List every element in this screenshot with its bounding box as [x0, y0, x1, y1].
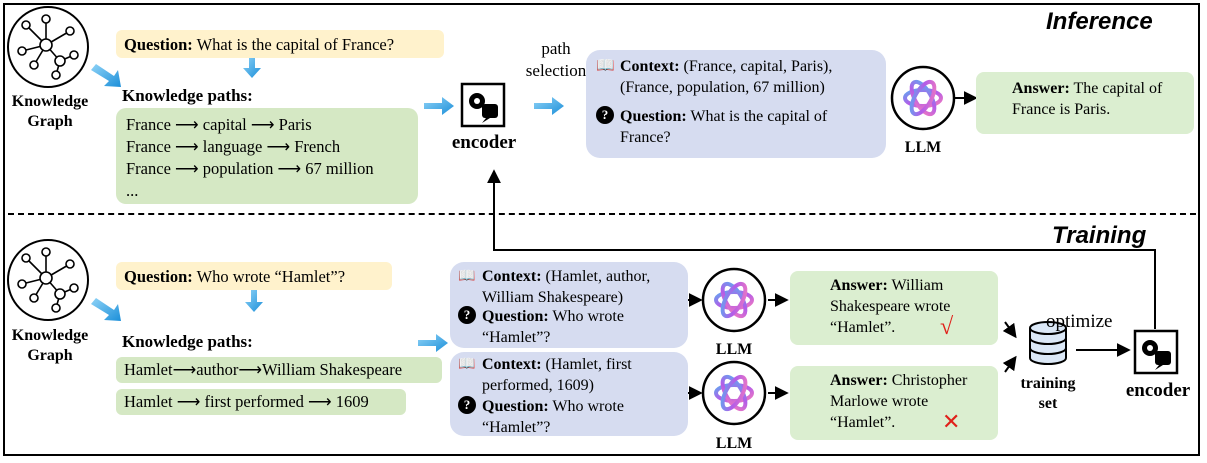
training-title: Training [1052, 222, 1147, 249]
llm-icon [701, 267, 767, 333]
answer-label: Answer: [830, 277, 888, 294]
book-icon: 📖 [458, 269, 476, 284]
answer-label: Answer: [830, 372, 888, 389]
encoder-label-training: encoder [1125, 380, 1191, 401]
question-row: ? Question: What is the capital of Franc… [596, 106, 876, 148]
question-label: Question: [482, 398, 549, 415]
question-label: Question: [124, 35, 193, 54]
answer-text: Christopher Marlowe wrote “Hamlet”. [830, 372, 968, 431]
path-pill: Hamlet⟶author⟶William Shakespeare [116, 357, 442, 383]
answer-text: William Shakespeare wrote “Hamlet”. [830, 277, 951, 336]
answer-text: The capital of France is Paris. [1012, 80, 1163, 118]
path-selection-label: path selection [525, 39, 587, 80]
context-box-inference: 📖 Context: (France, capital, Paris), (Fr… [586, 50, 886, 158]
llm-label-training-1: LLM [715, 341, 753, 358]
question-icon: ? [458, 306, 476, 324]
question-label: Question: [482, 308, 549, 325]
diagram-frame [3, 3, 1200, 456]
context-label: Context: [482, 356, 542, 373]
encoder-icon [460, 82, 506, 128]
path-item: France ⟶ population ⟶ 67 million [126, 159, 374, 178]
context-box-training-1: 📖 Context: (Hamlet, author, William Shak… [450, 262, 688, 348]
context-row: 📖 Context: (Hamlet, author, William Shak… [458, 266, 682, 308]
context-row: 📖 Context: (France, capital, Paris), (Fr… [596, 56, 876, 98]
answer-box-inference: Answer: The capital of France is Paris. [976, 72, 1194, 134]
answer-box-training-2: Answer: Christopher Marlowe wrote “Hamle… [790, 366, 998, 440]
context-box-training-2: 📖 Context: (Hamlet, first performed, 160… [450, 352, 688, 436]
book-icon: 📖 [596, 58, 615, 74]
question2-label: Question: [620, 108, 687, 125]
blue-arrows-training [91, 290, 448, 352]
inference-title: Inference [1046, 8, 1153, 35]
database-icon [1029, 321, 1067, 365]
path-item: France ⟶ language ⟶ French [126, 137, 341, 156]
question-text: What is the capital of France? [192, 35, 395, 54]
question-box-inference: Question: What is the capital of France? [116, 30, 444, 58]
llm-icon [890, 65, 956, 131]
section-divider [8, 213, 1196, 215]
question-label: Question: [124, 267, 193, 286]
black-arrows [487, 91, 1156, 400]
answer-box-training-1: Answer: William Shakespeare wrote “Hamle… [790, 271, 998, 345]
question-icon: ? [596, 106, 614, 124]
context-text: (Hamlet, author, William Shakespeare) [482, 268, 651, 306]
question-row: ? Question: Who wrote “Hamlet”? [458, 396, 682, 438]
kg-label-inference: Knowledge Graph [11, 93, 89, 130]
paths-label-inference: Knowledge paths: [122, 86, 253, 105]
kg-label-training: Knowledge Graph [11, 327, 89, 364]
path-item: France ⟶ capital ⟶ Paris [126, 115, 312, 134]
knowledge-graph-icon [7, 6, 89, 88]
llm-label-training-2: LLM [715, 435, 753, 452]
question-row: ? Question: Who wrote “Hamlet”? [458, 306, 682, 348]
context-text: (Hamlet, first performed, 1609) [482, 356, 632, 394]
training-set-label: training set [1020, 375, 1076, 412]
context-label: Context: [482, 268, 542, 285]
llm-label-inference: LLM [904, 139, 942, 156]
knowledge-graph-icon [7, 239, 89, 321]
blue-arrows-inference [91, 56, 564, 115]
check-mark: √ [940, 314, 954, 340]
optimize-label: optimize [1046, 311, 1113, 332]
context-text: (France, capital, Paris), (France, popul… [620, 58, 833, 96]
context-label: Context: [620, 58, 680, 75]
answer-label: Answer: [1012, 80, 1070, 97]
path-pill: Hamlet ⟶ first performed ⟶ 1609 [116, 389, 406, 415]
book-icon: 📖 [458, 357, 476, 372]
question-text: Who wrote “Hamlet”? [482, 308, 624, 346]
paths-box-inference: France ⟶ capital ⟶ Paris France ⟶ langua… [116, 108, 418, 204]
path-item: ... [126, 181, 139, 200]
cross-mark: ✕ [942, 410, 961, 435]
question2-text: What is the capital of France? [620, 108, 828, 146]
question-text: Who wrote “Hamlet”? [482, 398, 624, 436]
llm-icon [701, 360, 767, 426]
question-text: Who wrote “Hamlet”? [192, 267, 346, 286]
encoder-label-inference: encoder [451, 132, 517, 153]
context-row: 📖 Context: (Hamlet, first performed, 160… [458, 354, 682, 396]
question-box-training: Question: Who wrote “Hamlet”? [116, 262, 392, 290]
encoder-icon [1133, 329, 1179, 375]
question-icon: ? [458, 396, 476, 414]
paths-label-training: Knowledge paths: [122, 332, 253, 351]
